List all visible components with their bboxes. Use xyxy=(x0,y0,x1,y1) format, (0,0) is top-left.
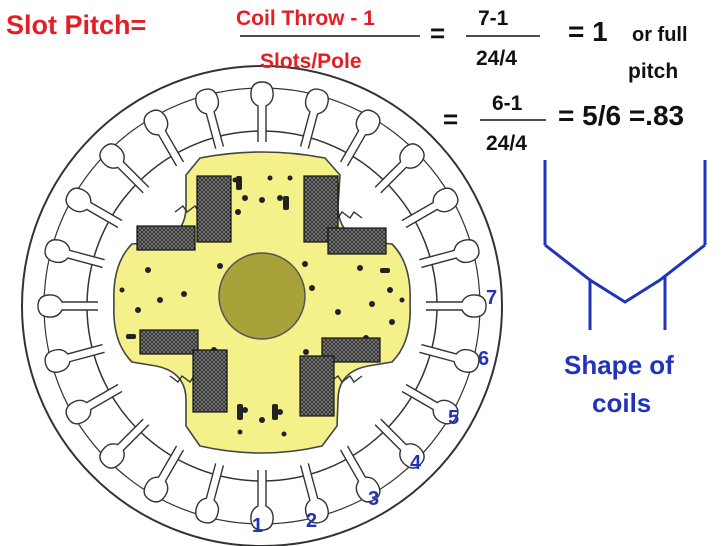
stator-slots xyxy=(37,81,487,531)
slot-number: 4 xyxy=(410,452,422,474)
rotor-shaft xyxy=(218,252,306,340)
row1-result-value: = 1 xyxy=(568,16,608,47)
stator-slot xyxy=(44,239,105,269)
coil-shape-label-line1: Shape of xyxy=(564,350,674,380)
coil-left-lower xyxy=(139,329,199,355)
slot-number: 1 xyxy=(252,515,264,537)
slot-number: 6 xyxy=(478,348,490,370)
fraction-bars xyxy=(240,35,546,121)
stator-slot xyxy=(37,294,98,318)
stator-slot xyxy=(44,343,105,373)
stator-slot xyxy=(195,463,225,524)
rotor-slots xyxy=(126,176,390,420)
stator-slot xyxy=(299,88,329,149)
stator-slot xyxy=(339,109,381,167)
slot-number: 2 xyxy=(306,510,318,532)
stator-slot xyxy=(143,445,185,503)
row1-result-text-b: pitch xyxy=(628,60,679,83)
stator-slot xyxy=(299,463,329,524)
stator-slot xyxy=(374,143,425,194)
coil-bottom-right xyxy=(299,355,335,417)
slot-pitch-label: Slot Pitch= xyxy=(6,10,147,40)
coil-right-upper xyxy=(327,227,387,255)
row1-result-text-a: or full xyxy=(632,24,688,46)
row1-denominator: 24/4 xyxy=(476,47,517,70)
stator-slot xyxy=(419,239,480,269)
coil-top-left xyxy=(196,175,232,243)
stator-slot xyxy=(250,81,274,142)
field-coils xyxy=(136,175,387,417)
row1-numerator: 7-1 xyxy=(478,7,509,30)
coil-left-upper xyxy=(136,225,196,251)
stator-slot xyxy=(250,470,274,531)
stator-slot xyxy=(339,445,381,503)
row2-numerator: 6-1 xyxy=(492,92,523,115)
coil-shape-diagram xyxy=(543,160,707,330)
row2-denominator: 24/4 xyxy=(486,132,527,155)
stator-slot xyxy=(65,383,123,425)
coil-bottom-left xyxy=(192,349,228,413)
stator-slot xyxy=(143,109,185,167)
slot-number: 7 xyxy=(486,287,498,309)
stator-slot xyxy=(419,343,480,373)
stator-slot xyxy=(426,294,487,318)
coil-shape-label-line2: coils xyxy=(592,388,652,418)
stator-slot xyxy=(99,143,150,194)
row2-result: = 5/6 =.83 xyxy=(558,100,685,131)
row1-equals: = xyxy=(430,18,446,48)
slot-number: 3 xyxy=(368,488,380,510)
formula-denominator: Slots/Pole xyxy=(260,50,362,73)
formula-numerator: Coil Throw - 1 xyxy=(236,7,375,30)
stator-slot xyxy=(65,187,123,229)
stator-slot xyxy=(99,418,150,469)
stator-slot xyxy=(401,187,459,229)
stator-slot xyxy=(195,88,225,149)
row2-equals: = xyxy=(443,104,459,134)
stator-slot xyxy=(401,383,459,425)
stator-slot xyxy=(374,418,425,469)
slot-number: 5 xyxy=(448,407,460,429)
